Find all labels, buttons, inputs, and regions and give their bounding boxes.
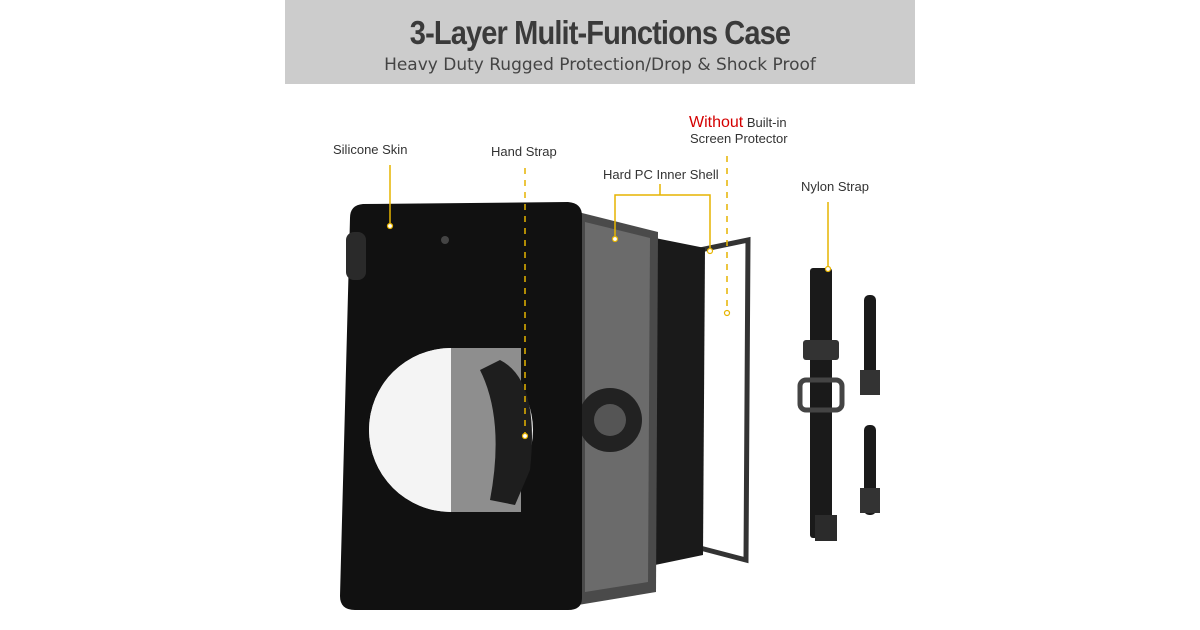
label-hand-strap: Hand Strap — [491, 144, 557, 159]
hard-pc-inner-shell — [578, 212, 658, 605]
page-subtitle: Heavy Duty Rugged Protection/Drop & Shoc… — [384, 55, 816, 75]
label-silicone-skin: Silicone Skin — [333, 142, 408, 157]
page-title: 3-Layer Mulit-Functions Case — [409, 14, 791, 51]
label-built-in: Built-in — [746, 115, 787, 130]
screen-frame — [697, 236, 751, 564]
header-banner: 3-Layer Mulit-Functions Case Heavy Duty … — [285, 0, 915, 84]
nylon-strap — [797, 268, 880, 541]
label-hard-pc-inner-shell: Hard PC Inner Shell — [603, 167, 719, 182]
label-screen-protector: Screen Protector — [690, 131, 788, 146]
label-screen-protector-line1: Without Built-in — [689, 114, 787, 132]
label-nylon-strap: Nylon Strap — [801, 179, 869, 194]
silicone-skin — [340, 202, 582, 610]
callout-dots — [386, 222, 832, 440]
label-without: Without — [689, 114, 744, 131]
inner-shell-back — [655, 238, 705, 565]
callout-lines — [389, 156, 829, 435]
